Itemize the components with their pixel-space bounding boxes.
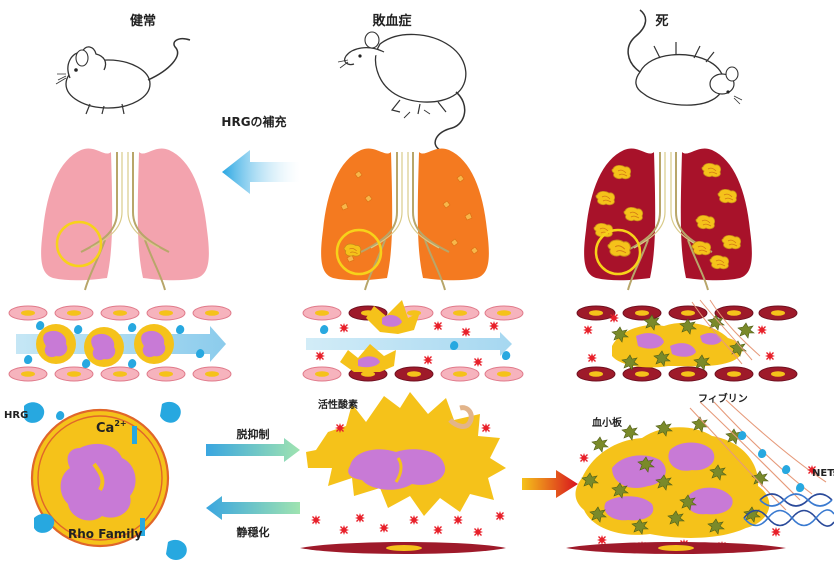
- death-lung: [584, 148, 752, 290]
- stage-label-death: 死: [655, 14, 668, 29]
- middle-endothelium: [300, 542, 506, 554]
- sepsis-lung-zoom-spot: [344, 244, 361, 256]
- stage-label-sepsis: 敗血症: [372, 13, 411, 29]
- sepsis-vessel: [303, 300, 523, 381]
- hrg-label: HRG: [4, 410, 28, 421]
- healthy-vessel-bottom-wall: [9, 367, 231, 381]
- sepsis-vessel-bottom-wall: [303, 367, 523, 381]
- stage-label-healthy: 健常: [130, 13, 156, 29]
- healthy-vessel-top-wall: [9, 306, 231, 320]
- death-vessel: [577, 300, 797, 381]
- death-vessel-bottom-wall: [577, 367, 797, 381]
- healthy-lung: [41, 148, 209, 290]
- stabilization-label: 静穏化: [237, 525, 270, 539]
- hrg-supplement-label: HRGの補充: [221, 114, 286, 129]
- stabilization-arrow: [206, 496, 300, 520]
- rho-family-label: Rho Family: [68, 527, 143, 541]
- progression-arrow: [522, 470, 578, 498]
- calcium-channel: [132, 426, 137, 444]
- fibrin-label: フィブリン: [698, 392, 748, 405]
- platelet-label: 血小板: [592, 416, 623, 429]
- healthy-neutrophils: [36, 324, 174, 367]
- dead-mouse-illustration: [628, 10, 742, 105]
- healthy-mouse-illustration: [56, 39, 190, 114]
- disinhibition-arrow: [206, 438, 300, 462]
- nets-label: NETs: [812, 468, 834, 479]
- hrg-supplement-arrow: [222, 150, 300, 194]
- sepsis-flow-arrow: [306, 332, 512, 356]
- reactive-oxygen-label: 活性酸素: [318, 398, 358, 411]
- sepsis-lung: [321, 148, 489, 290]
- healthy-vessel: [9, 306, 231, 381]
- sepsis-mouse-illustration: [338, 32, 466, 150]
- disinhibition-label: 脱抑制: [237, 427, 270, 441]
